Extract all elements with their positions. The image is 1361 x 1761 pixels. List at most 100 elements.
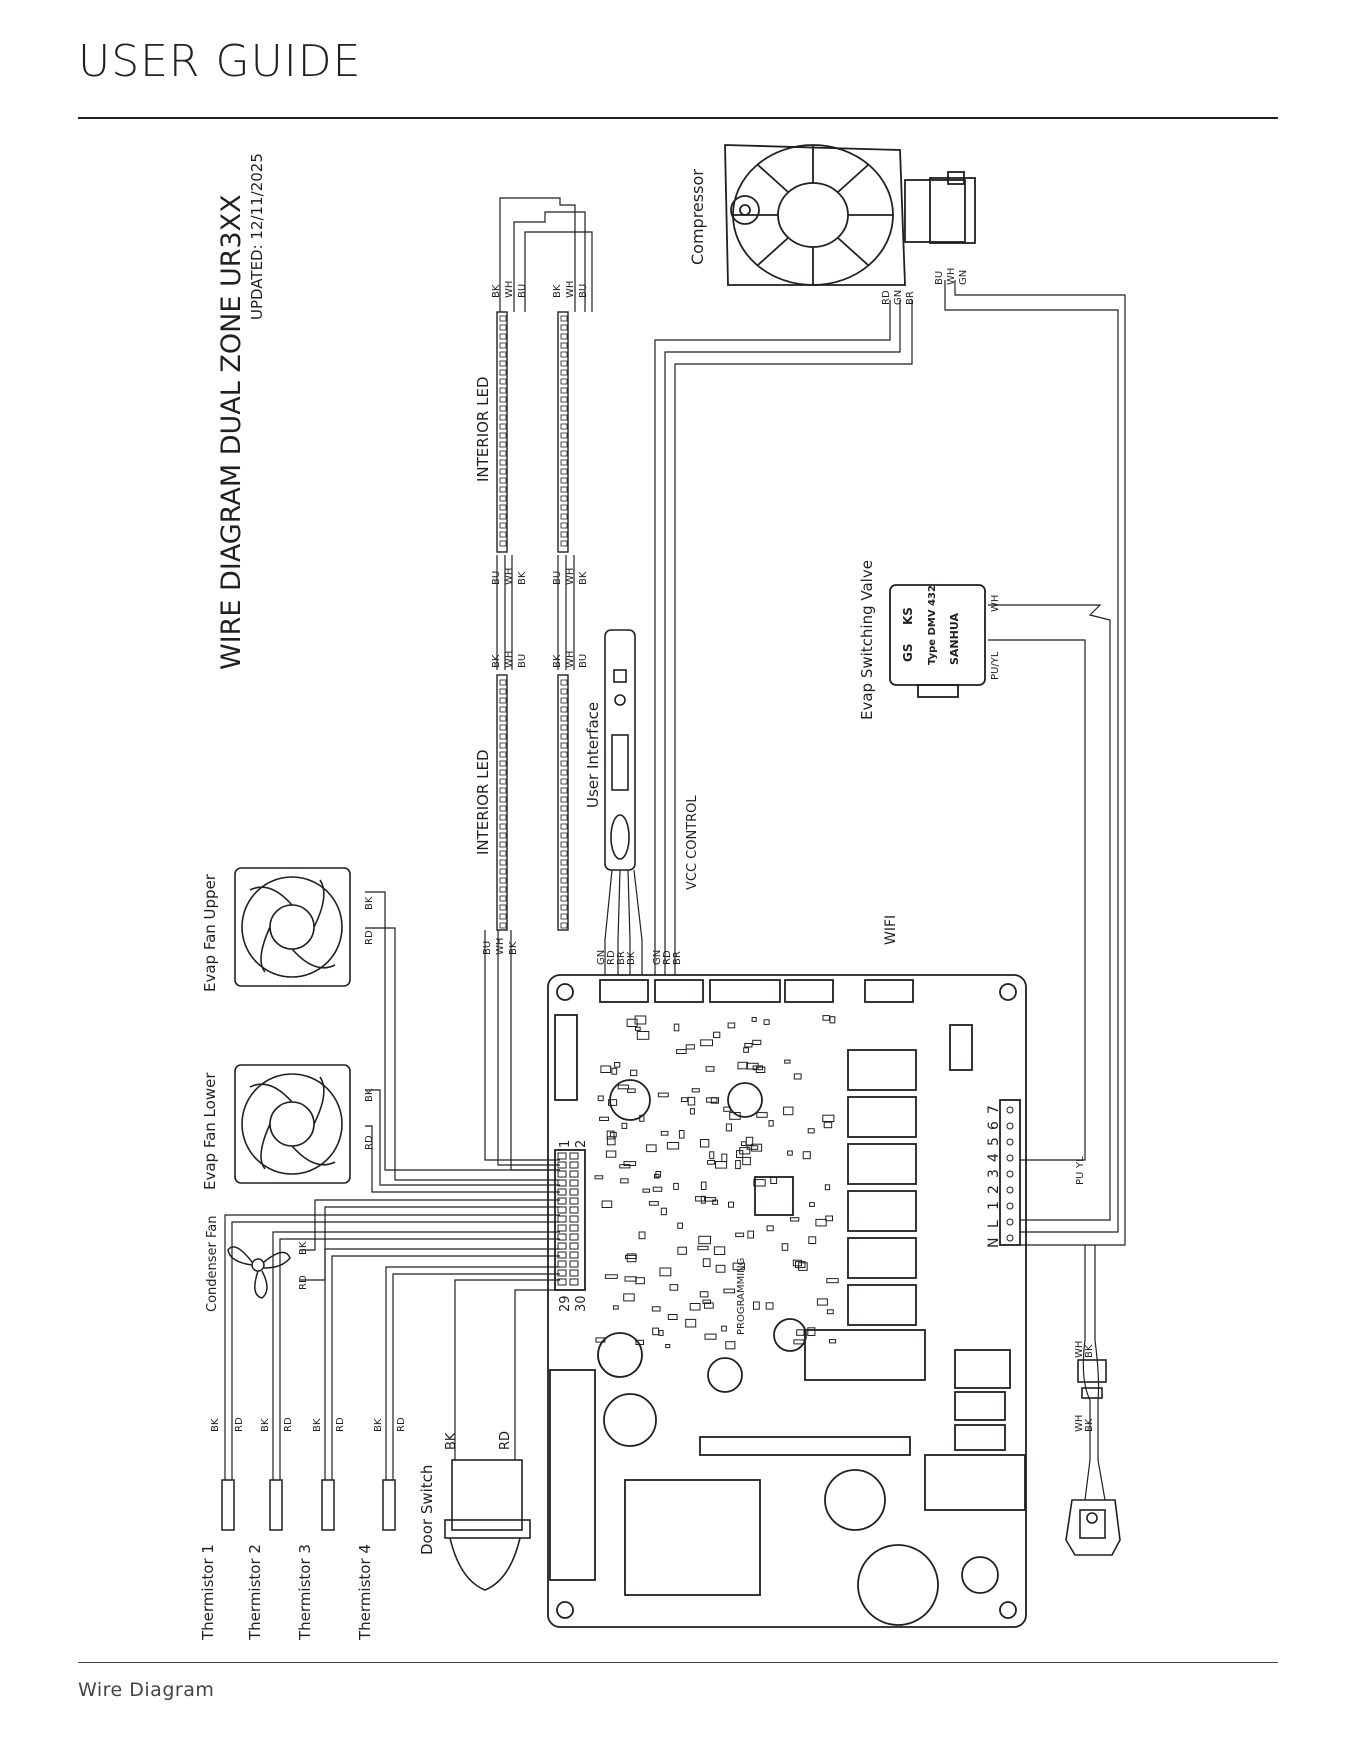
smd-component xyxy=(606,1136,616,1146)
smd-component xyxy=(614,1062,621,1068)
smd-component xyxy=(732,1262,745,1271)
wire-label: WH xyxy=(565,568,576,585)
led-dot xyxy=(499,904,507,911)
led-dot xyxy=(499,841,507,848)
header-pin xyxy=(569,1260,579,1268)
header-pin xyxy=(557,1170,567,1178)
header-divider xyxy=(78,117,1278,119)
smd-component xyxy=(704,1197,717,1202)
smd-component xyxy=(784,1059,791,1064)
smd-component xyxy=(613,1305,619,1310)
header-pin xyxy=(569,1206,579,1214)
wire-label: RD xyxy=(498,1431,513,1450)
wire-label: GN xyxy=(596,950,607,965)
terminal-labels: N L 1 2 3 4 5 6 7 xyxy=(986,1105,1002,1248)
connector-pin-29: 29 xyxy=(558,1295,573,1312)
smd-component xyxy=(740,1141,747,1147)
wire-label: RD xyxy=(335,1417,346,1432)
header-pin xyxy=(557,1251,567,1259)
compressor-label: Compressor xyxy=(688,169,707,265)
wire-label: WH xyxy=(946,268,957,285)
wire-label: RD xyxy=(283,1417,294,1432)
smd-component xyxy=(739,1147,751,1155)
smd-component xyxy=(752,1039,762,1046)
smd-component xyxy=(709,1151,715,1160)
wire-label: BK xyxy=(552,284,563,298)
wire-label: BK xyxy=(578,571,589,585)
smd-component xyxy=(597,1095,604,1102)
smd-component xyxy=(600,1065,612,1073)
led-dot xyxy=(499,913,507,920)
smd-component xyxy=(669,1284,679,1291)
wire-label: BK xyxy=(491,284,502,298)
terminal-label-n: N xyxy=(986,1238,1002,1248)
led-dot xyxy=(499,351,507,358)
led-dot xyxy=(499,814,507,821)
header-pin xyxy=(557,1260,567,1268)
led-dot xyxy=(560,922,568,929)
door-switch xyxy=(444,1459,531,1591)
led-dot xyxy=(560,868,568,875)
wire-label: WH xyxy=(504,651,515,668)
smd-component xyxy=(695,1196,706,1202)
wire-label: WH xyxy=(990,595,1001,612)
led-dot xyxy=(499,315,507,322)
header-pin xyxy=(557,1197,567,1205)
valve-text-sanhua: SANHUA xyxy=(948,613,961,665)
led-dot xyxy=(560,396,568,403)
led-dot xyxy=(499,850,507,857)
thermistor-4-label: Thermistor 4 xyxy=(356,1544,374,1641)
smd-component xyxy=(609,1131,617,1138)
terminal-pin xyxy=(1006,1186,1014,1194)
led-dot xyxy=(560,360,568,367)
led-dot xyxy=(499,733,507,740)
wire-label: BU xyxy=(517,284,528,298)
header-pin xyxy=(569,1278,579,1286)
led-dot xyxy=(560,850,568,857)
smd-component xyxy=(793,1073,802,1080)
connector-pin-30: 30 xyxy=(574,1295,589,1312)
smd-component xyxy=(747,1230,755,1239)
led-dot xyxy=(499,378,507,385)
led-dot xyxy=(560,679,568,686)
smd-component xyxy=(634,1015,647,1025)
led-dot xyxy=(499,868,507,875)
smd-component xyxy=(796,1329,805,1336)
smd-component xyxy=(651,1306,661,1312)
valve-text-ks: KS xyxy=(901,607,915,625)
smd-component xyxy=(606,1130,615,1140)
smd-component xyxy=(594,1175,604,1180)
evap-fan-lower xyxy=(234,1064,351,1184)
smd-component xyxy=(673,1182,679,1190)
led-dot xyxy=(560,468,568,475)
terminal-pin xyxy=(1006,1202,1014,1210)
wire-label: PU/YL xyxy=(990,651,1001,680)
led-dot xyxy=(560,706,568,713)
condenser-fan xyxy=(227,1246,291,1299)
connector-pin-2: 2 xyxy=(574,1140,589,1148)
smd-component xyxy=(815,1218,827,1227)
smd-component xyxy=(660,1130,669,1136)
led-dot-pattern xyxy=(499,315,568,929)
wire-label: RD xyxy=(298,1275,309,1290)
smd-component xyxy=(689,1303,701,1311)
smd-component xyxy=(627,1088,636,1093)
wire-label: WH xyxy=(565,651,576,668)
smd-component xyxy=(713,1031,721,1039)
led-dot xyxy=(560,486,568,493)
smd-component xyxy=(721,1153,728,1163)
wire-label: BU xyxy=(517,654,528,668)
wire-label: WH xyxy=(504,281,515,298)
smd-component xyxy=(673,1023,680,1032)
header-pin xyxy=(557,1224,567,1232)
smd-component xyxy=(743,1047,749,1053)
smd-component xyxy=(807,1128,815,1134)
led-dot xyxy=(499,423,507,430)
programming-label: PROGRAMMING xyxy=(736,1258,747,1335)
smd-component xyxy=(798,1262,808,1271)
smd-component xyxy=(623,1293,635,1302)
led-dot xyxy=(499,459,507,466)
smd-component xyxy=(826,1278,839,1284)
led-wires xyxy=(484,197,593,1171)
wire-label: BK xyxy=(508,941,519,955)
